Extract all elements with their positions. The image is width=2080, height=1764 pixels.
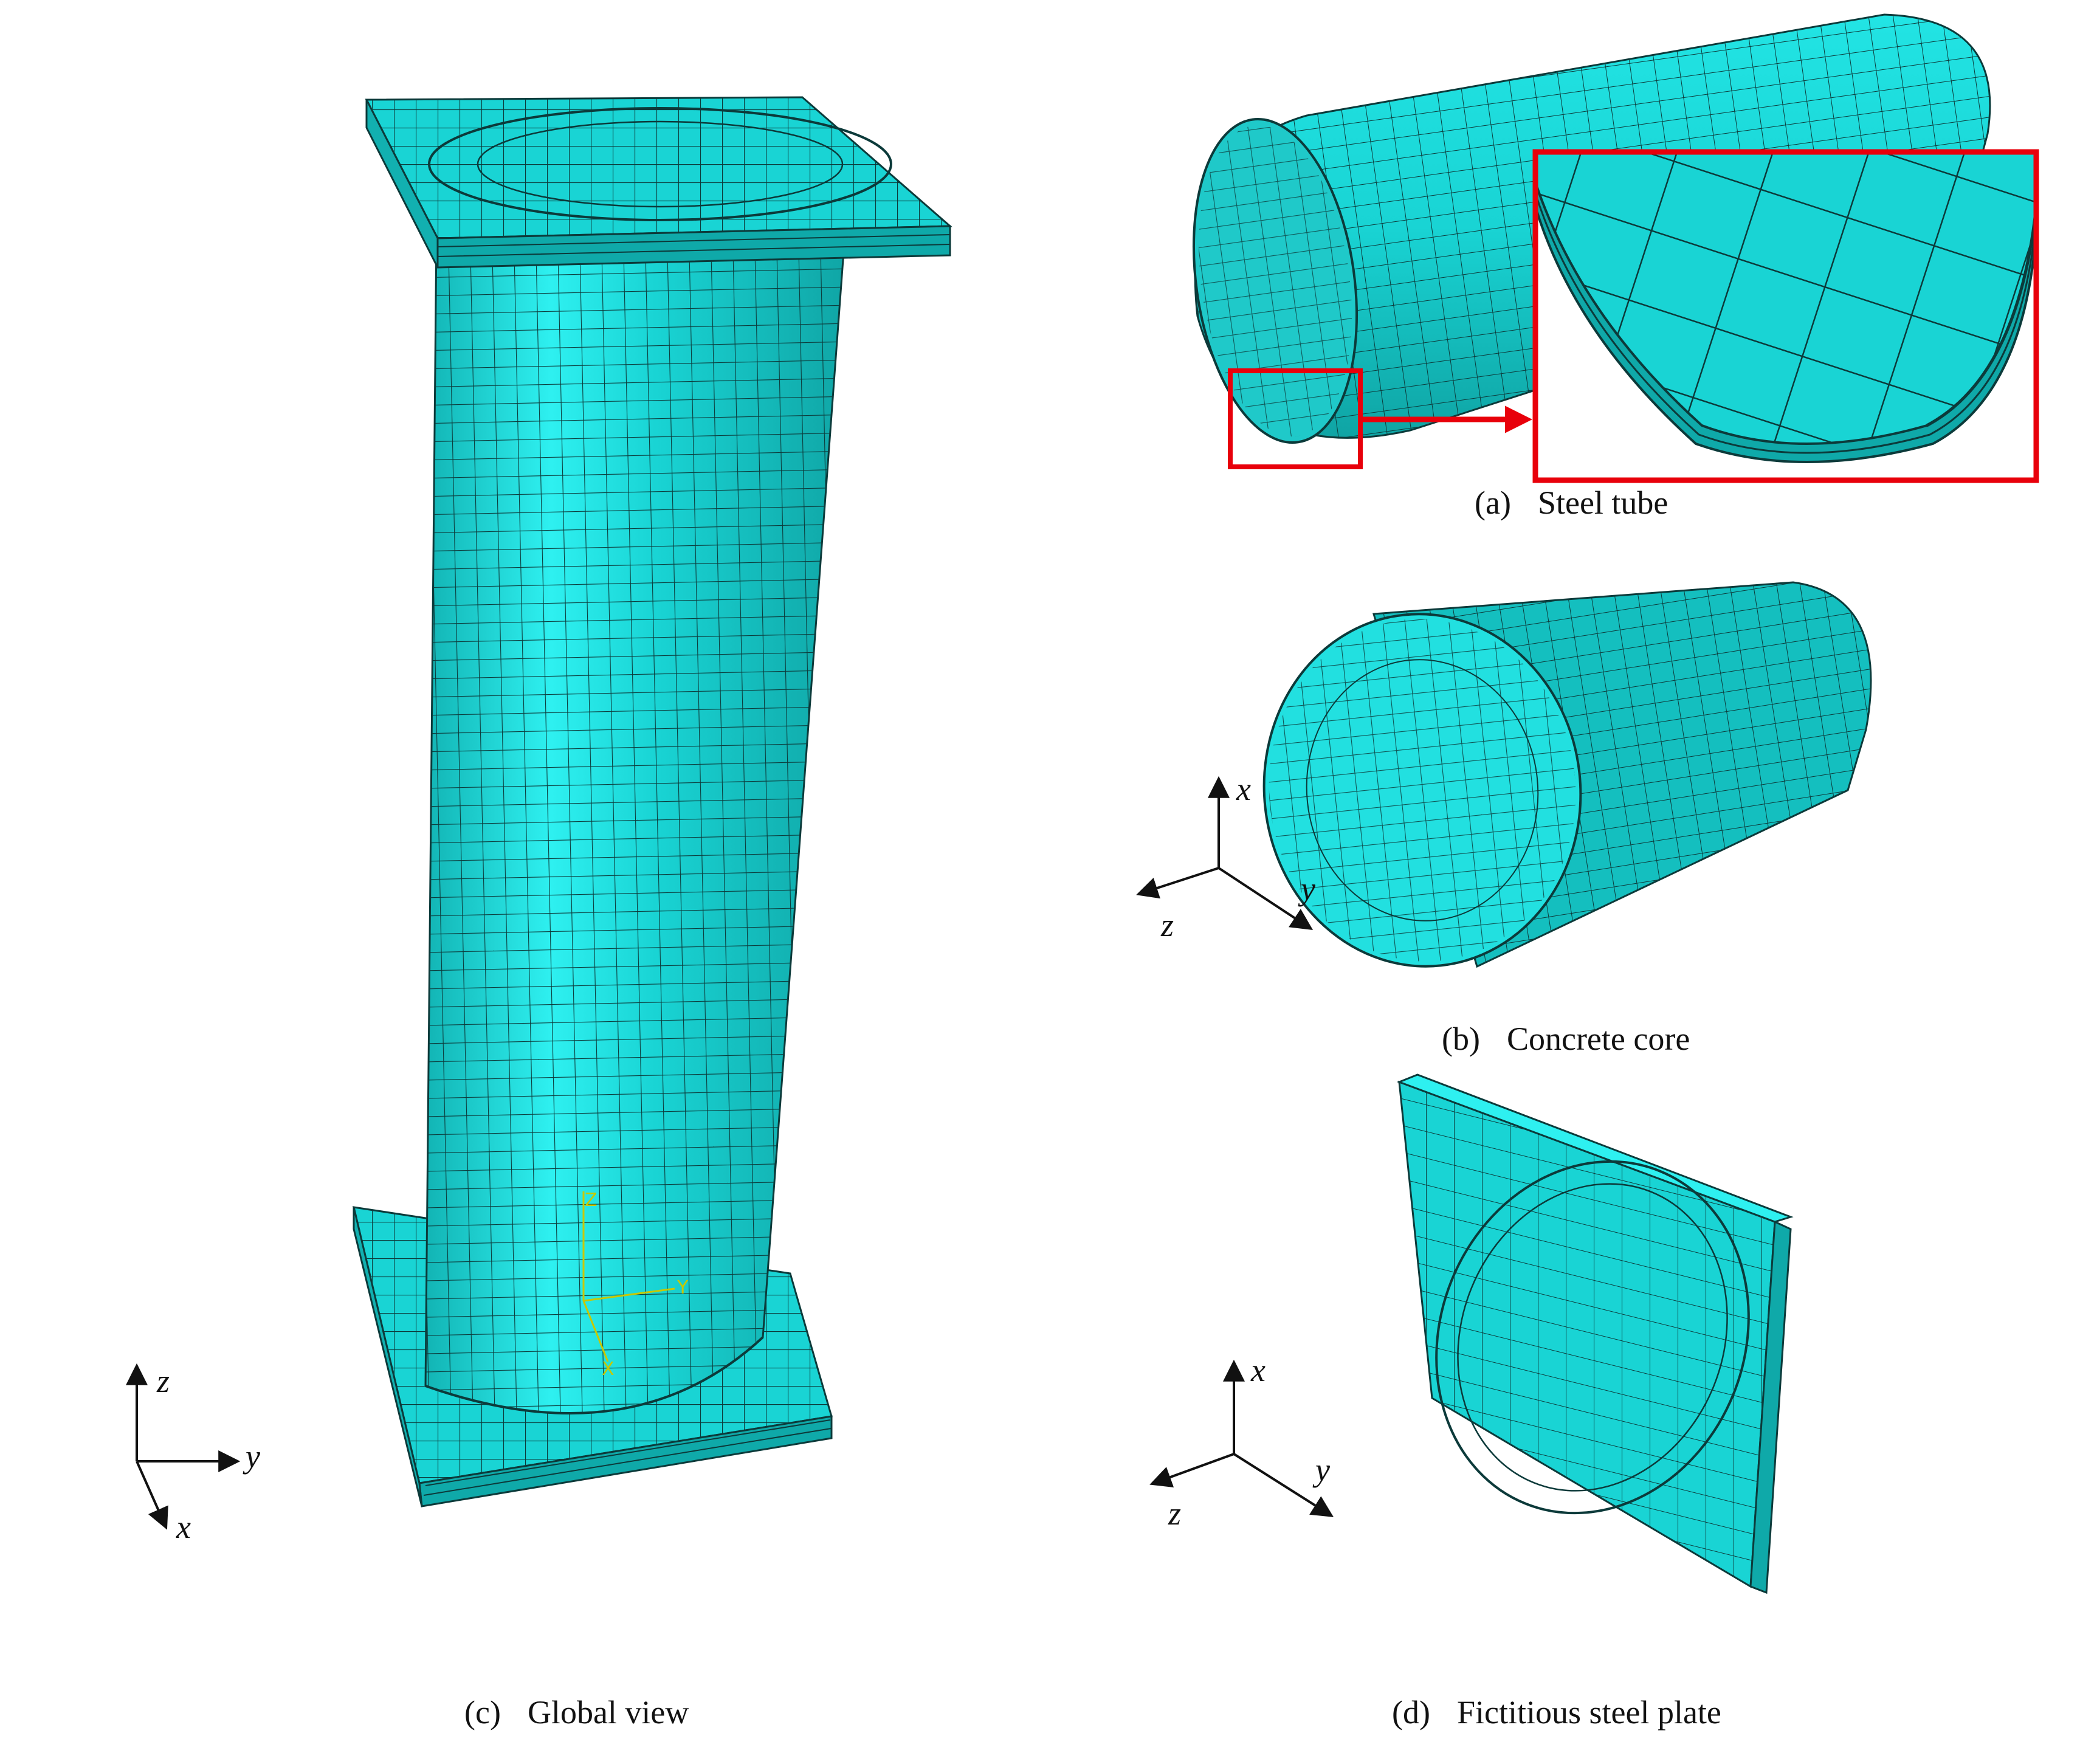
triad-c-y-label: y <box>243 1438 260 1475</box>
triad-c-x-label: x <box>176 1509 191 1545</box>
caption-c-text: Global view <box>527 1694 689 1731</box>
triad-b-x-label: x <box>1236 771 1251 807</box>
local-axis-y-label: Y <box>677 1277 689 1298</box>
triad-d-z-label: z <box>1168 1495 1181 1532</box>
zoom-inset <box>1532 149 2039 483</box>
caption-a-tag: (a) <box>1475 484 1511 521</box>
triad-d-x-label: x <box>1250 1352 1266 1388</box>
top-end-plate <box>365 96 952 269</box>
triad-b-z-label: z <box>1160 907 1174 943</box>
caption-c-tag: (c) <box>464 1694 501 1731</box>
triad-d-y-label: y <box>1312 1452 1330 1488</box>
coordinate-triad-b: x z y <box>1136 771 1315 943</box>
caption-fictitious-steel-plate: (d) Fictitious steel plate <box>1392 1696 1721 1729</box>
zoom-inset-frame <box>1532 149 2039 483</box>
highlight-region-box <box>1228 368 1363 469</box>
coordinate-triad-c: z y x <box>126 1363 260 1545</box>
caption-concrete-core: (b) Concrete core <box>1442 1022 1690 1055</box>
caption-b-text: Concrete core <box>1506 1021 1690 1057</box>
caption-a-text: Steel tube <box>1537 484 1668 521</box>
caption-global-view: (c) Global view <box>464 1696 689 1729</box>
caption-d-text: Fictitious steel plate <box>1456 1694 1721 1731</box>
caption-steel-tube: (a) Steel tube <box>1475 486 1668 519</box>
local-axis-x-label: X <box>602 1359 615 1380</box>
coordinate-triad-d: x z y <box>1149 1352 1334 1532</box>
detail-highlight <box>1228 368 1532 469</box>
global-view-model: Z Y X z y x <box>126 96 952 1545</box>
triad-c-z-label: z <box>156 1363 170 1399</box>
caption-b-tag: (b) <box>1442 1021 1480 1057</box>
concrete-core-model: x z y <box>1136 581 1872 968</box>
caption-d-tag: (d) <box>1392 1694 1430 1731</box>
local-axes: Z Y X <box>582 1190 689 1380</box>
triad-b-y-label: y <box>1298 870 1315 907</box>
fictitious-plate-model: x z y <box>1149 1073 1794 1594</box>
local-axis-z-label: Z <box>585 1190 597 1211</box>
